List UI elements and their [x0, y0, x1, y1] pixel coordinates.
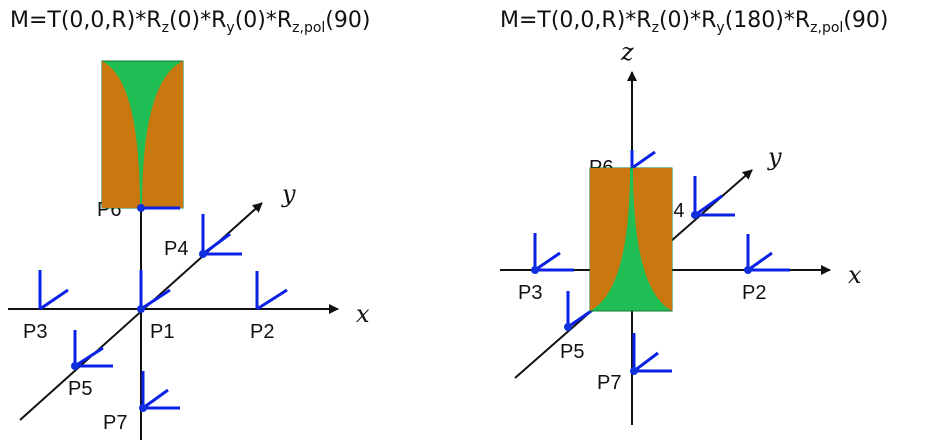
frame-axis	[256, 288, 288, 311]
formula-subscript: z,pol	[810, 20, 844, 36]
frame-p7	[630, 333, 672, 375]
point-label-p3: P3	[23, 321, 47, 343]
frame-p2	[744, 234, 790, 274]
frame-p7	[139, 371, 180, 412]
formula-subscript: y	[716, 20, 725, 36]
frame-p2	[255, 271, 288, 311]
point-label-p7: P7	[597, 372, 621, 394]
formula-subscript: z,pol	[292, 20, 326, 36]
formula-text: M=T(0,0,R)*R	[500, 8, 652, 33]
point-marker	[630, 367, 638, 375]
point-marker	[137, 305, 145, 313]
formula-text: (0)*R	[658, 8, 717, 33]
point-label-p1: P1	[150, 321, 174, 343]
formula-text: (0)*R	[234, 8, 293, 33]
point-marker	[71, 362, 79, 370]
point-marker	[691, 211, 699, 219]
point-label-p3: P3	[518, 282, 542, 304]
formula-left: M=T(0,0,R)*Rz(0)*Ry(0)*Rz,pol(90)	[10, 8, 371, 36]
point-label-p2: P2	[250, 321, 274, 343]
point-label-p5: P5	[68, 378, 92, 400]
frame-p1	[137, 270, 171, 313]
formula-text: (90)	[843, 8, 889, 33]
frame-p4	[691, 176, 735, 219]
point-marker	[199, 250, 207, 258]
frame-p6	[630, 150, 656, 170]
frame-axis	[633, 351, 659, 373]
panel-curve-right	[142, 61, 183, 208]
formula-text: (90)	[325, 8, 371, 33]
x-axis-label: x	[848, 261, 862, 289]
panel-curve-left	[590, 168, 630, 311]
panel-curve-right	[633, 168, 672, 311]
frame-axis	[39, 288, 69, 311]
formula-text: M=T(0,0,R)*R	[10, 8, 162, 33]
frame-axis	[631, 150, 656, 170]
frame-axis	[534, 251, 561, 272]
y-axis-label: y	[767, 143, 782, 171]
frame-p6	[137, 204, 180, 212]
panel-right	[589, 167, 673, 312]
y-axis-label: y	[281, 180, 296, 208]
frame-axis	[142, 388, 169, 410]
right-diagram: x y z P6 P4 P3 P2 P5 P7	[500, 38, 862, 425]
formula-subscript: z	[161, 20, 169, 36]
frame-p5	[71, 330, 113, 370]
point-label-p4: P4	[164, 238, 188, 260]
formula-subscript: z	[651, 20, 659, 36]
point-marker	[564, 323, 572, 331]
frame-axis	[74, 346, 104, 368]
point-marker	[139, 404, 147, 412]
point-marker	[531, 266, 539, 274]
left-diagram: x y P6 P4 P3 P1 P2 P5 P7	[8, 60, 370, 440]
frame-p5	[564, 291, 595, 331]
frame-axis	[140, 288, 171, 311]
point-label-p7: P7	[103, 412, 127, 434]
frame-axis	[567, 307, 595, 329]
point-label-p5: P5	[560, 341, 584, 363]
panel-curve-left	[102, 61, 140, 208]
frame-p3	[38, 270, 69, 311]
frame-p4	[199, 214, 242, 258]
frame-axis	[202, 232, 231, 256]
panel-left	[101, 60, 184, 209]
formula-subscript: y	[226, 20, 235, 36]
point-marker	[137, 204, 145, 212]
formula-text: (0)*R	[168, 8, 227, 33]
formula-right: M=T(0,0,R)*Rz(0)*Ry(180)*Rz,pol(90)	[500, 8, 889, 36]
frame-p3	[531, 233, 574, 274]
x-axis-label: x	[356, 300, 370, 328]
formula-text: (180)*R	[724, 8, 811, 33]
point-label-p2: P2	[742, 282, 766, 304]
point-marker	[744, 266, 752, 274]
z-axis-label: z	[620, 38, 634, 66]
frame-axis	[747, 251, 773, 272]
frame-axis	[694, 194, 723, 217]
